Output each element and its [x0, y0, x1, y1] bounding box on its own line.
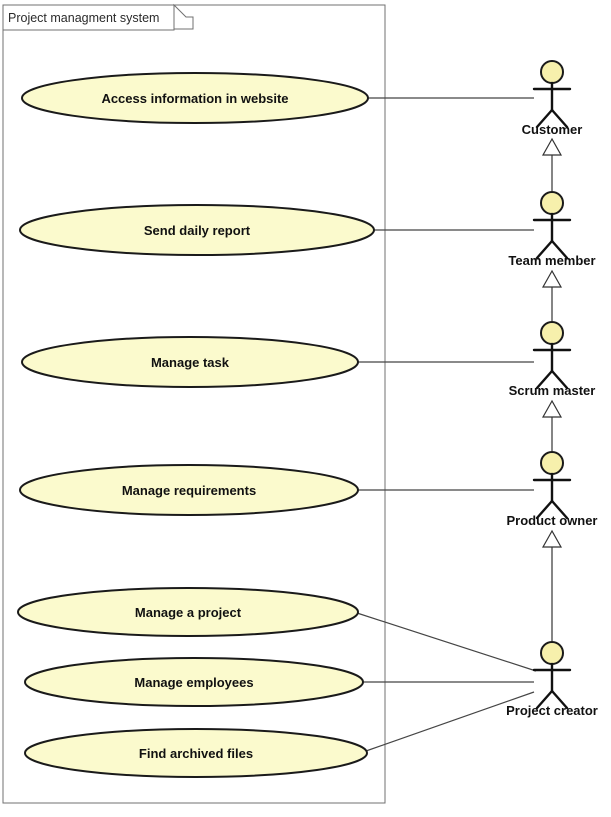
use-case-ellipse	[17, 587, 359, 637]
gen-teammember-to-customer[interactable]	[541, 137, 563, 191]
gen-scrummaster-to-teammember[interactable]	[541, 269, 563, 321]
hollow-triangle-icon	[541, 399, 563, 418]
actor-product-owner[interactable]: Product owner	[506, 451, 598, 528]
use-case-label: Send daily report	[144, 223, 251, 238]
diagram-title: Project managment system	[8, 11, 159, 25]
actor-team-member[interactable]: Team member	[508, 191, 596, 268]
hollow-triangle-icon	[541, 137, 563, 156]
actor-head-icon	[540, 60, 564, 84]
actor-scrum-master[interactable]: Scrum master	[509, 321, 596, 398]
actor-leg	[535, 369, 554, 390]
use-case-ellipse	[19, 464, 359, 516]
assoc-archived-creator[interactable]	[365, 691, 535, 752]
actor-head-icon	[540, 191, 564, 215]
actor-leg	[535, 689, 554, 710]
use-case-ellipse	[24, 728, 368, 778]
actor-label: Scrum master	[509, 383, 596, 398]
use-case-manage-task[interactable]: Manage task	[21, 336, 359, 388]
actor-customer[interactable]: Customer	[522, 60, 583, 137]
use-case-label: Find archived files	[139, 746, 253, 761]
actor-leg	[550, 499, 569, 520]
actor-leg	[535, 108, 554, 129]
system-boundary-title[interactable]: Project managment system	[2, 3, 194, 31]
use-case-label: Manage requirements	[122, 483, 256, 498]
gen-productowner-to-scrummaster[interactable]	[541, 399, 563, 451]
actor-project-creator[interactable]: Project creator	[506, 641, 598, 718]
use-case-find-archived-files[interactable]: Find archived files	[24, 728, 368, 778]
use-case-label: Access information in website	[101, 91, 288, 106]
actor-head-icon	[540, 451, 564, 475]
folded-corner-icon	[173, 3, 194, 30]
actor-leg	[550, 369, 569, 390]
use-case-access-information[interactable]: Access information in website	[21, 72, 369, 124]
associations	[356, 97, 537, 752]
actor-leg	[550, 689, 569, 710]
hollow-triangle-icon	[541, 529, 563, 548]
actor-label: Customer	[522, 122, 583, 137]
actor-leg	[550, 108, 569, 129]
actor-label: Project creator	[506, 703, 598, 718]
use-case-ellipse	[19, 204, 375, 256]
use-case-ellipse	[24, 657, 364, 707]
use-case-label: Manage employees	[134, 675, 253, 690]
use-case-manage-employees[interactable]: Manage employees	[24, 657, 364, 707]
use-case-ellipse	[21, 336, 359, 388]
actor-head-icon	[540, 641, 564, 665]
use-case-manage-a-project[interactable]: Manage a project	[17, 587, 359, 637]
system-boundary[interactable]	[2, 4, 386, 804]
actor-leg	[535, 499, 554, 520]
use-case-label: Manage a project	[135, 605, 242, 620]
actor-leg	[550, 239, 569, 260]
generalizations	[541, 137, 563, 641]
use-case-label: Manage task	[151, 355, 230, 370]
use-case-send-daily-report[interactable]: Send daily report	[19, 204, 375, 256]
use-case-ellipse	[21, 72, 369, 124]
actor-head-icon	[540, 321, 564, 345]
gen-projectcreator-to-productowner[interactable]	[541, 529, 563, 641]
actor-label: Team member	[508, 253, 595, 268]
use-case-manage-requirements[interactable]: Manage requirements	[19, 464, 359, 516]
hollow-triangle-icon	[541, 269, 563, 288]
actor-label: Product owner	[506, 513, 597, 528]
assoc-project-creator[interactable]	[356, 612, 537, 672]
actor-leg	[535, 239, 554, 260]
